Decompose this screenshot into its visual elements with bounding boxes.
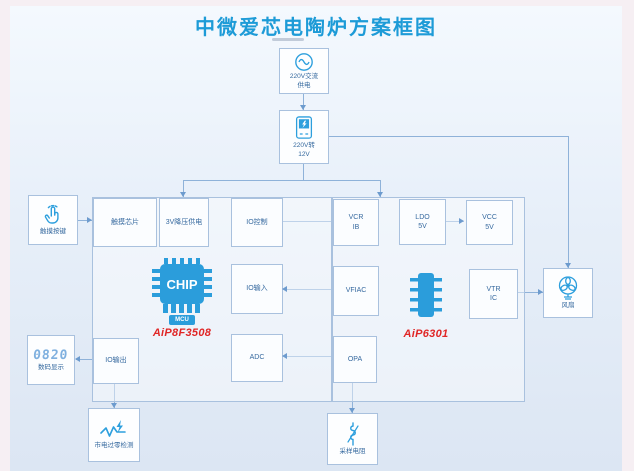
- vcc-label-2: 5V: [485, 223, 494, 231]
- mcu-cell-touch-chip: 触摸芯片: [93, 198, 157, 247]
- driver-cell-vtr: VTR IC: [469, 269, 518, 319]
- mcu-cell-io-out: IO输出: [93, 338, 139, 384]
- arrow-vtr-to-fan: [538, 289, 543, 295]
- vcr-label-2: IB: [352, 223, 360, 231]
- block-touch-key: 触摸按键: [28, 195, 78, 245]
- title-underline: [272, 38, 304, 41]
- connector-12v-to-fan: [568, 136, 569, 268]
- mcu-chip-icon: CHIP: [149, 256, 215, 316]
- connector-adapter-down: [303, 164, 304, 181]
- io-out-label: IO输出: [105, 357, 127, 365]
- mcu-big-box: 触摸芯片 3V降压供电 IO控制 IO输入 ADC IO输出: [92, 197, 332, 402]
- current-sense-label: 采样电阻: [339, 448, 366, 456]
- ac-adapter-label-2: 12V: [298, 151, 310, 158]
- mcu-badge: MCU: [169, 315, 195, 325]
- connector-power-bus: [183, 180, 381, 181]
- block-ac-source: 220V交流 供电: [279, 48, 329, 94]
- fan-icon: [555, 275, 581, 301]
- block-fan: 风扇: [543, 268, 593, 318]
- power-adapter-icon: [292, 115, 316, 141]
- waveform-lightning-icon: [99, 419, 129, 441]
- zero-cross-label: 市电过零检测: [94, 442, 134, 450]
- arrow-into-io-in: [282, 286, 287, 292]
- connector-opa-sense: [352, 382, 353, 413]
- vtr-label-1: VTR: [486, 285, 501, 293]
- connector-ldo-vcc: [446, 221, 464, 222]
- driver-cell-vcr: VCR IB: [333, 199, 379, 246]
- touch-hand-icon: [41, 203, 65, 227]
- display-label: 数码显示: [38, 363, 64, 371]
- block-current-sense: 采样电阻: [327, 413, 378, 465]
- touch-key-label: 触摸按键: [40, 228, 66, 236]
- driver-cell-vfiac: VFIAC: [333, 266, 379, 316]
- arrow-into-zero-cross: [111, 403, 117, 408]
- arrow-ac-to-adapter: [300, 105, 306, 110]
- mcu-cell-adc: ADC: [231, 334, 283, 382]
- arrow-ldo-to-vcc: [459, 218, 464, 224]
- block-display: 0820 数码显示: [27, 335, 75, 385]
- mcu-cell-io-in: IO输入: [231, 264, 283, 314]
- arrow-into-adc: [282, 353, 287, 359]
- fan-label: 风扇: [561, 302, 575, 310]
- vtr-label-2: IC: [490, 295, 497, 302]
- touch-chip-label: 触摸芯片: [111, 218, 139, 226]
- mcu-cell-io-ctrl: IO控制: [231, 198, 283, 247]
- ac-source-label-1: 220V交流: [289, 72, 319, 80]
- opa-label: OPA: [347, 355, 363, 363]
- seven-seg-display: 0820: [32, 347, 70, 363]
- arrow-into-display: [75, 356, 80, 362]
- connector-ac-to-adapter: [303, 94, 304, 110]
- chip-text: CHIP: [166, 277, 197, 292]
- ac-source-label-2: 供电: [297, 82, 311, 89]
- block-zero-cross: 市电过零检测: [88, 408, 140, 462]
- driver-part-number: AiP6301: [403, 328, 449, 340]
- ldo-label-1: LDO: [415, 213, 430, 221]
- connector-ioctrl-vcr: [282, 221, 332, 222]
- power-cell-label: 3V降压供电: [165, 218, 203, 226]
- connector-vfiac-ioin: [282, 289, 332, 290]
- arrow-into-current-sense: [349, 408, 355, 413]
- adc-label: ADC: [249, 354, 265, 362]
- driver-cell-opa: OPA: [333, 336, 377, 383]
- connector-bus-to-mcu: [183, 180, 184, 197]
- io-ctrl-label: IO控制: [246, 218, 268, 226]
- page-title: 中微爱芯电陶炉方案框图: [195, 17, 437, 39]
- arrow-bus-to-driver: [377, 192, 383, 197]
- connector-vtr-fan: [517, 292, 543, 293]
- connector-bus-to-driver: [380, 180, 381, 197]
- sense-resistor-icon: [342, 421, 364, 447]
- connector-12v-right: [329, 136, 568, 137]
- driver-cell-vcc: VCC 5V: [466, 200, 513, 245]
- arrow-touch-to-mcu: [87, 217, 92, 223]
- arrow-12v-to-fan: [565, 263, 571, 268]
- ldo-label-2: 5V: [418, 223, 427, 230]
- driver-big-box: VCR IB LDO 5V VCC 5V VFIAC VTR IC OPA: [332, 197, 525, 402]
- mcu-cell-power: 3V降压供电: [159, 198, 209, 247]
- block-ac-adapter: 220V转 12V: [279, 110, 329, 164]
- vcr-label-1: VCR: [348, 214, 364, 222]
- ac-adapter-label-1: 220V转: [293, 141, 315, 149]
- ac-sine-icon: [294, 52, 314, 72]
- connector-ioout-display: [76, 359, 92, 360]
- io-in-label: IO输入: [246, 285, 268, 293]
- mcu-part-number: AiP8F3508: [152, 327, 212, 339]
- vfiac-label: VFIAC: [345, 287, 367, 295]
- driver-ic-icon: [409, 270, 443, 320]
- connector-touch-mcu: [78, 220, 92, 221]
- driver-cell-ldo: LDO 5V: [399, 199, 446, 245]
- connector-ioout-zerocross: [114, 383, 115, 408]
- connector-opa-adc: [282, 356, 332, 357]
- vcc-label-1: VCC: [482, 214, 497, 222]
- arrow-bus-to-mcu: [180, 192, 186, 197]
